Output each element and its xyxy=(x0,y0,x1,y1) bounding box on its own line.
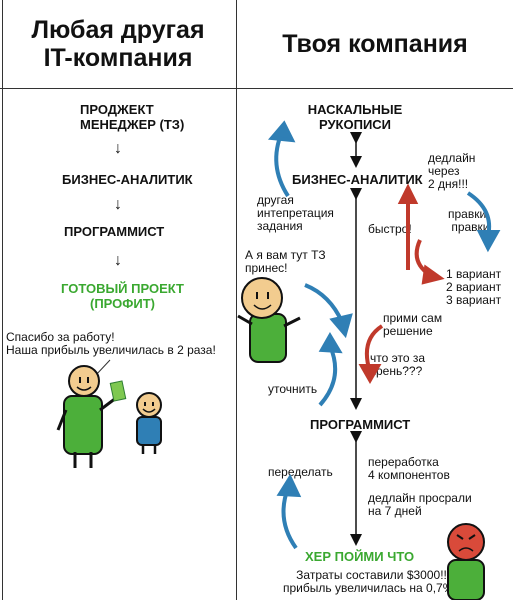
other-interpretation-note: другая интепретация задания xyxy=(257,194,334,233)
happy-boss-figure xyxy=(56,365,127,468)
tz-speech-line-2: принес! xyxy=(245,261,288,275)
deadline-line-1: дедлайн xyxy=(428,151,476,165)
right-programmer: ПРОГРАММИСТ xyxy=(310,417,411,432)
decide-note: прими сам решение xyxy=(383,312,442,338)
left-result-line-2: (ПРОФИТ) xyxy=(90,296,155,311)
what-line-2: хрень??? xyxy=(370,364,423,378)
left-speech: Спасибо за работу! Наша прибыль увеличил… xyxy=(6,331,216,357)
deadline-line-3: 2 дня!!! xyxy=(428,177,469,191)
angry-client-figure xyxy=(447,523,485,600)
decide-line-1: прими сам xyxy=(383,311,443,325)
costs-line-1: Затраты составили $3000!!! xyxy=(296,568,451,582)
redo-note: переделать xyxy=(268,465,333,479)
blue-arrow-redo-up xyxy=(276,473,302,550)
what-note: что это за хрень??? xyxy=(370,352,425,378)
right-top-line-1: НАСКАЛЬНЫЕ xyxy=(307,102,403,117)
clarify-note: уточнить xyxy=(268,382,318,396)
red-arrow-variants xyxy=(414,239,445,285)
deadline-missed-line-2: на 7 дней xyxy=(368,504,422,518)
left-analyst: БИЗНЕС-АНАЛИТИК xyxy=(62,172,193,187)
header-divider xyxy=(0,88,513,89)
other-interp-line-1: другая xyxy=(257,193,294,207)
left-border xyxy=(2,0,3,600)
variants-note: 1 вариант 2 вариант 3 вариант xyxy=(446,268,501,307)
what-line-1: что это за xyxy=(370,351,426,365)
decide-line-2: решение xyxy=(383,324,433,338)
variant-1: 1 вариант xyxy=(446,267,502,281)
left-header-line-1: Любая другая xyxy=(31,16,205,44)
other-interp-line-3: задания xyxy=(257,219,303,233)
deadline-missed-line-1: дедлайн просрали xyxy=(368,491,472,505)
red-arrow-fast xyxy=(397,183,419,270)
deadline-line-2: через xyxy=(428,164,460,178)
rework-note: переработка 4 компонентов xyxy=(368,456,450,482)
rework-line-2: 4 компонентов xyxy=(368,468,450,482)
fast-note: быстро! xyxy=(368,222,412,236)
tz-speech: А я вам тут ТЗ принес! xyxy=(245,249,326,275)
rework-line-1: переработка xyxy=(368,455,439,469)
right-header: Твоя компания xyxy=(282,30,468,58)
right-analyst: БИЗНЕС-АНАЛИТИК xyxy=(292,172,423,187)
tz-speech-line-1: А я вам тут ТЗ xyxy=(245,248,326,262)
deadline-missed-note: дедлайн просрали на 7 дней xyxy=(368,492,472,518)
left-speech-line-1: Спасибо за работу! xyxy=(6,330,115,344)
left-header: Любая другая IT-компания xyxy=(0,16,236,72)
blue-arrow-left-up xyxy=(267,120,296,198)
right-result: ХЕР ПОЙМИ ЧТО xyxy=(305,549,415,564)
center-divider xyxy=(236,0,237,600)
right-top-line-2: РУКОПИСИ xyxy=(318,117,392,132)
left-pm: ПРОДЖЕКТ МЕНЕДЖЕР (ТЗ) xyxy=(80,102,184,132)
left-arrow-3: ↓ xyxy=(114,252,122,269)
blue-arrow-right-down xyxy=(466,191,501,253)
blue-arrow-tz-down xyxy=(304,283,353,339)
costs-note: Затраты составили $3000!!! прибыль увели… xyxy=(283,569,463,595)
tz-guy-figure xyxy=(237,277,301,363)
right-top: НАСКАЛЬНЫЕ РУКОПИСИ xyxy=(300,102,410,132)
left-result-line-1: ГОТОВЫЙ ПРОЕКТ xyxy=(61,281,184,296)
costs-line-2: прибыль увеличилась на 0,7%!!! xyxy=(283,581,464,595)
left-arrow-2: ↓ xyxy=(114,196,122,213)
left-programmer: ПРОГРАММИСТ xyxy=(64,224,165,239)
left-arrow-1: ↓ xyxy=(114,140,122,157)
deadline-note: дедлайн через 2 дня!!! xyxy=(428,152,475,191)
red-arrow-decide xyxy=(358,324,384,385)
variant-2: 2 вариант xyxy=(446,280,502,294)
left-result: ГОТОВЫЙ ПРОЕКТ (ПРОФИТ) xyxy=(55,281,190,311)
variant-3: 3 вариант xyxy=(446,293,502,307)
edits-line-1: правки, xyxy=(448,207,490,221)
other-interp-line-2: интепретация xyxy=(257,206,334,220)
small-employee-figure xyxy=(136,392,162,454)
left-pm-line-2: МЕНЕДЖЕР (ТЗ) xyxy=(80,117,185,132)
left-speech-line-2: Наша прибыль увеличилась в 2 раза! xyxy=(6,343,216,357)
blue-arrow-clarify-up xyxy=(318,332,343,407)
left-header-line-2: IT-компания xyxy=(43,44,193,72)
left-pm-line-1: ПРОДЖЕКТ xyxy=(80,102,154,117)
